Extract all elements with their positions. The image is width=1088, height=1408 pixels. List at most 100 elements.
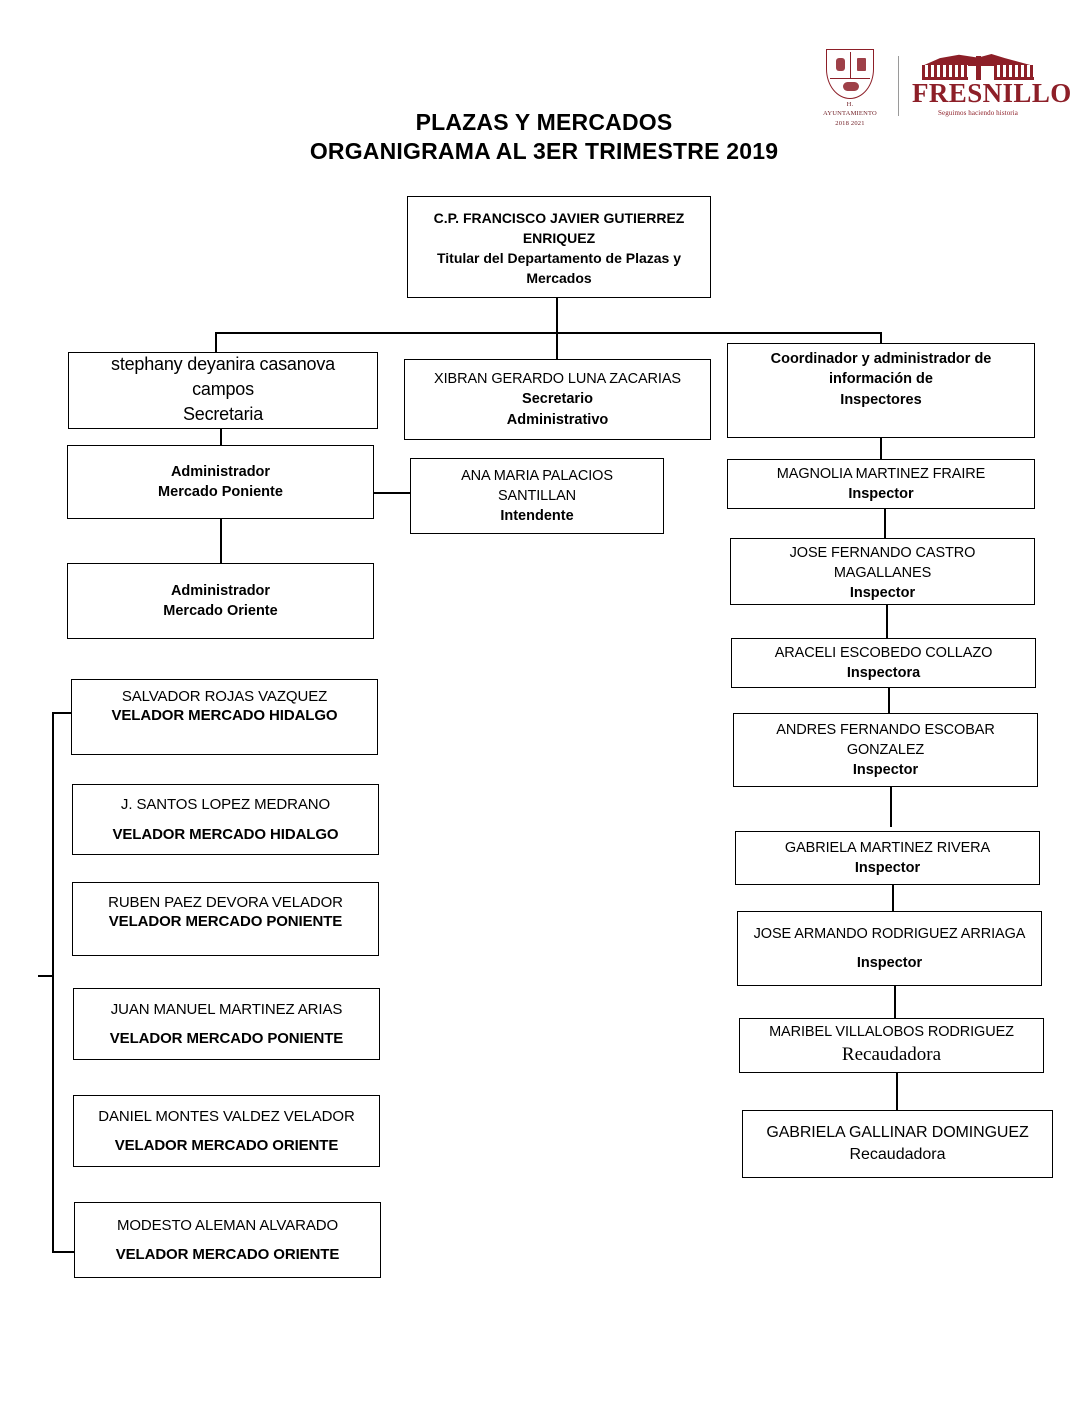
node-velador-2[interactable]: J. SANTOS LOPEZ MEDRANO VELADOR MERCADO … <box>72 784 379 855</box>
connector-titular-down <box>556 298 558 334</box>
connector-velador-bracket-tick <box>38 975 54 977</box>
node-inspector-2[interactable]: JOSE FERNANDO CASTRO MAGALLANES Inspecto… <box>730 538 1035 605</box>
node-inspector-3[interactable]: ARACELI ESCOBEDO COLLAZO Inspectora <box>731 638 1036 688</box>
connector-drop-coordinador <box>880 332 882 343</box>
node-secretario-line-1: XIBRAN GERARDO LUNA ZACARIAS <box>434 371 681 388</box>
connector-inspector-1-to-inspector-2 <box>884 509 886 538</box>
node-velador-4-line-2: VELADOR MERCADO PONIENTE <box>109 1030 344 1047</box>
node-inspector-4[interactable]: ANDRES FERNANDO ESCOBAR GONZALEZ Inspect… <box>733 713 1038 787</box>
node-inspector-2-line-2: MAGALLANES <box>833 564 932 581</box>
node-velador-3-line-1: RUBEN PAEZ DEVORA VELADOR <box>108 893 343 911</box>
node-velador-6-line-1: MODESTO ALEMAN ALVARADO <box>116 1216 339 1234</box>
node-velador-4[interactable]: JUAN MANUEL MARTINEZ ARIAS VELADOR MERCA… <box>73 988 380 1060</box>
node-inspector-3-line-1: ARACELI ESCOBEDO COLLAZO <box>774 644 993 661</box>
node-velador-5-line-2: VELADOR MERCADO ORIENTE <box>114 1137 339 1154</box>
node-velador-1[interactable]: SALVADOR ROJAS VAZQUEZ VELADOR MERCADO H… <box>71 679 378 755</box>
node-secretario-line-3: Administrativo <box>506 411 609 428</box>
node-intendente-line-2: SANTILLAN <box>497 487 577 504</box>
connector-admin-poniente-to-admin-oriente <box>220 519 222 563</box>
node-inspector-6[interactable]: JOSE ARMANDO RODRIGUEZ ARRIAGA Inspector <box>737 911 1042 986</box>
crest-quarter-2 <box>857 58 866 71</box>
node-recaudadora-1-line-2: Recaudadora <box>841 1044 942 1066</box>
node-secretaria-line-1: stephany deyanira casanova <box>111 353 335 374</box>
node-recaudadora-1-line-1: MARIBEL VILLALOBOS RODRIGUEZ <box>769 1024 1014 1041</box>
crest-caption-line1: H. AYUNTAMIENTO <box>823 101 877 118</box>
node-recaudadora-2[interactable]: GABRIELA GALLINAR DOMINGUEZ Recaudadora <box>742 1110 1053 1178</box>
connector-inspector-4-to-inspector-5 <box>890 787 892 827</box>
node-inspector-5-line-2: Inspector <box>854 860 921 876</box>
node-velador-1-line-2: VELADOR MERCADO HIDALGO <box>111 707 338 724</box>
node-inspector-5-line-1: GABRIELA MARTINEZ RIVERA <box>784 839 991 856</box>
node-secretario-administrativo[interactable]: XIBRAN GERARDO LUNA ZACARIAS Secretario … <box>404 359 711 440</box>
node-inspector-1[interactable]: MAGNOLIA MARTINEZ FRAIRE Inspector <box>727 459 1035 509</box>
connector-inspector-5-to-inspector-6 <box>892 885 894 911</box>
title-line-2: ORGANIGRAMA AL 3ER TRIMESTRE 2019 <box>309 138 779 165</box>
fresnillo-arcade-icon <box>918 52 1038 82</box>
crest-caption-line2: 2018 2021 <box>835 119 865 127</box>
node-intendente-line-3: Intendente <box>500 508 574 525</box>
arcade-columns-right <box>994 65 1034 80</box>
arcade-tower-shape <box>976 56 981 80</box>
node-secretario-line-2: Secretario <box>522 391 593 408</box>
title-line-1: PLAZAS Y MERCADOS <box>415 109 673 135</box>
connector-inspector-2-to-inspector-3 <box>886 605 888 638</box>
connector-drop-secretario-admin <box>556 332 558 359</box>
connector-inspector-3-to-inspector-4 <box>888 688 890 713</box>
node-recaudadora-2-line-2: Recaudadora <box>849 1146 946 1163</box>
node-velador-5[interactable]: DANIEL MONTES VALDEZ VELADOR VELADOR MER… <box>73 1095 380 1167</box>
node-titular[interactable]: C.P. FRANCISCO JAVIER GUTIERREZ ENRIQUEZ… <box>407 196 711 298</box>
node-coordinador-line-2: información de <box>829 371 933 388</box>
node-velador-6-line-2: VELADOR MERCADO ORIENTE <box>115 1246 340 1263</box>
node-titular-line-3: Titular del Departamento de Plazas y <box>436 250 682 266</box>
connector-velador-bracket-bottom <box>52 1251 74 1253</box>
crest-shield-shape <box>826 49 874 99</box>
node-coordinador-line-3: Inspectores <box>840 391 922 408</box>
connector-drop-secretaria <box>215 332 217 353</box>
node-inspector-3-line-2: Inspectora <box>846 665 921 681</box>
node-inspector-4-line-1: ANDRES FERNANDO ESCOBAR <box>776 721 995 738</box>
crest-quarter-3 <box>843 82 859 91</box>
node-inspector-4-line-3: Inspector <box>852 762 919 779</box>
connector-admin-poniente-to-intendente <box>374 492 411 494</box>
fresnillo-logo: FRESNILLO Seguimos haciendo historia <box>912 52 1072 122</box>
node-secretaria[interactable]: stephany deyanira casanova campos Secret… <box>68 352 378 429</box>
node-inspector-2-line-1: JOSE FERNANDO CASTRO <box>789 544 976 561</box>
connector-velador-bracket-spine <box>52 712 54 1253</box>
fresnillo-tagline: Seguimos haciendo historia <box>938 109 1018 117</box>
node-velador-5-line-1: DANIEL MONTES VALDEZ VELADOR <box>98 1107 355 1125</box>
node-velador-3-line-2: VELADOR MERCADO PONIENTE <box>108 913 343 930</box>
node-inspector-2-line-3: Inspector <box>849 585 916 602</box>
node-velador-4-line-1: JUAN MANUEL MARTINEZ ARIAS <box>110 1000 343 1018</box>
node-titular-line-4: Mercados <box>526 269 592 286</box>
node-administrador-mercado-poniente[interactable]: Administrador Mercado Poniente <box>67 445 374 519</box>
node-inspector-5[interactable]: GABRIELA MARTINEZ RIVERA Inspector <box>735 831 1040 885</box>
connector-coordinador-to-inspector-1 <box>880 437 882 459</box>
node-admin-oriente-line-2: Mercado Oriente <box>163 603 278 619</box>
fresnillo-wordmark: FRESNILLO <box>912 78 1072 108</box>
node-secretaria-line-3: Secretaria <box>182 404 264 425</box>
node-inspector-4-line-2: GONZALEZ <box>846 741 925 758</box>
node-velador-6[interactable]: MODESTO ALEMAN ALVARADO VELADOR MERCADO … <box>74 1202 381 1278</box>
connector-bus-row2 <box>216 332 882 334</box>
node-intendente-line-1: ANA MARIA PALACIOS <box>461 467 613 484</box>
node-velador-2-line-2: VELADOR MERCADO HIDALGO <box>112 825 339 843</box>
node-recaudadora-2-line-1: GABRIELA GALLINAR DOMINGUEZ <box>766 1123 1029 1141</box>
node-intendente[interactable]: ANA MARIA PALACIOS SANTILLAN Intendente <box>410 458 664 534</box>
crest-quarter-1 <box>836 58 845 71</box>
node-coordinador[interactable]: Coordinador y administrador de informaci… <box>727 343 1035 438</box>
logo-group: H. AYUNTAMIENTO 2018 2021 FRESNILLO Segu… <box>812 48 1072 127</box>
node-titular-line-2: ENRIQUEZ <box>522 230 596 247</box>
node-velador-2-line-1: J. SANTOS LOPEZ MEDRANO <box>120 796 331 814</box>
node-velador-3[interactable]: RUBEN PAEZ DEVORA VELADOR VELADOR MERCAD… <box>72 882 379 956</box>
page-title: PLAZAS Y MERCADOS ORGANIGRAMA AL 3ER TRI… <box>0 108 1088 167</box>
node-velador-1-line-1: SALVADOR ROJAS VAZQUEZ <box>121 687 328 705</box>
node-recaudadora-1[interactable]: MARIBEL VILLALOBOS RODRIGUEZ Recaudadora <box>739 1018 1044 1073</box>
node-inspector-6-line-1: JOSE ARMANDO RODRIGUEZ ARRIAGA <box>753 926 1026 943</box>
node-secretaria-line-2: campos <box>192 378 254 399</box>
node-inspector-6-line-2: Inspector <box>856 954 923 971</box>
node-titular-line-1: C.P. FRANCISCO JAVIER GUTIERREZ <box>433 210 685 227</box>
coat-of-arms-icon: H. AYUNTAMIENTO 2018 2021 <box>822 48 878 127</box>
node-admin-poniente-line-1: Administrador <box>170 463 271 480</box>
node-administrador-mercado-oriente[interactable]: Administrador Mercado Oriente <box>67 563 374 639</box>
